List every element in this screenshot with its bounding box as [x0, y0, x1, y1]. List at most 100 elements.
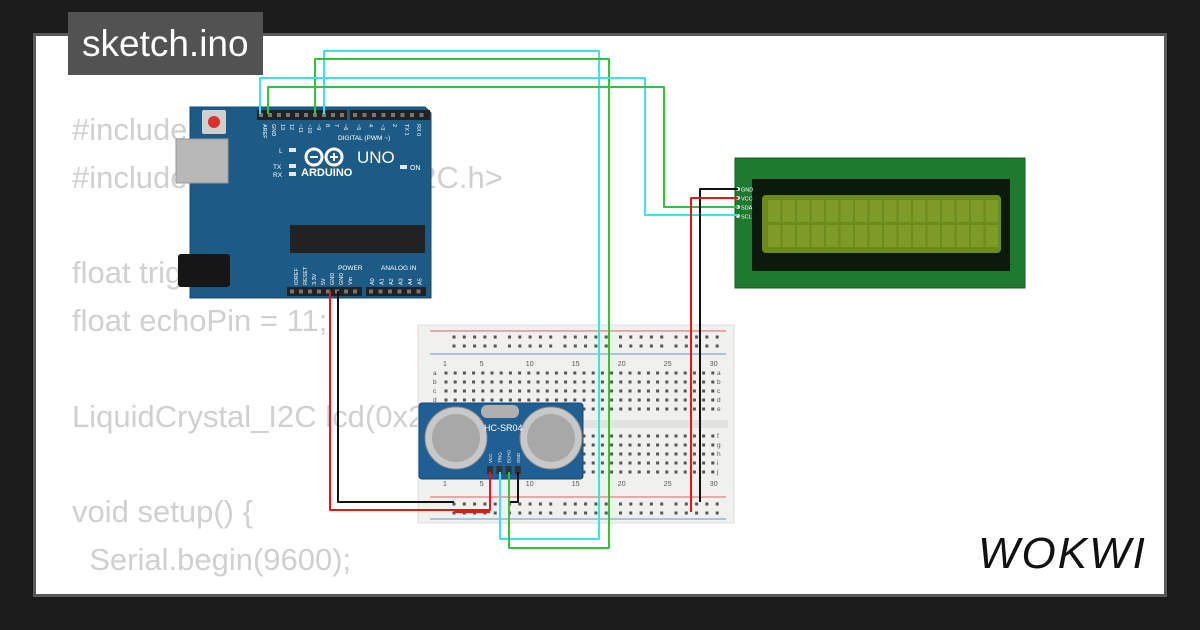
breadboard-hole [619, 371, 623, 375]
breadboard-hole [545, 389, 549, 393]
breadboard-hole [692, 389, 696, 393]
breadboard-hole [564, 380, 568, 384]
rail-hole [518, 511, 522, 515]
rail-hole [674, 335, 678, 339]
breadboard-hole [656, 389, 660, 393]
lcd-char-cell [956, 225, 969, 247]
rail-hole [649, 511, 653, 515]
lcd-char-cell [869, 200, 882, 222]
rail-hole [452, 502, 456, 506]
sketch-title-tab[interactable]: sketch.ino [68, 12, 263, 75]
breadboard-hole [665, 470, 669, 474]
breadboard-hole [646, 407, 650, 411]
column-number: 25 [664, 481, 672, 488]
breadboard-hole [472, 371, 476, 375]
breadboard-hole [527, 380, 531, 384]
breadboard-hole [591, 470, 595, 474]
lcd-char-cell [884, 225, 897, 247]
hc-sr04-pin[interactable] [487, 466, 493, 474]
lcd-char-cell [826, 225, 839, 247]
rail-hole [594, 344, 598, 348]
wire-red-lcd-vcc [690, 197, 738, 512]
wire-black-gnd [337, 291, 454, 503]
arduino-top-pin-label: RX 0 [415, 124, 421, 136]
breadboard-hole [702, 470, 706, 474]
breadboard-hole [582, 380, 586, 384]
breadboard-hole [591, 443, 595, 447]
breadboard-hole [637, 380, 641, 384]
hc-sr04-pin[interactable] [514, 466, 521, 474]
lcd-char-cell [797, 225, 810, 247]
arduino-bottom-pin-label: A0 [370, 278, 376, 285]
rail-hole [473, 502, 477, 506]
breadboard-hole [628, 470, 632, 474]
rail-hole [493, 502, 497, 506]
wire-cyan-scl [259, 77, 738, 216]
breadboard-hole [656, 461, 660, 465]
breadboard-hole [536, 398, 540, 402]
breadboard-hole [554, 398, 558, 402]
column-number: 1 [443, 361, 447, 368]
rail-hole [493, 344, 497, 348]
breadboard-hole [527, 371, 531, 375]
breadboard-hole [656, 452, 660, 456]
breadboard-hole [711, 461, 715, 465]
rail-hole [660, 335, 664, 339]
arduino-bottom-pin-label: A3 [399, 278, 405, 285]
breadboard-hole [674, 443, 678, 447]
breadboard-hole [702, 398, 706, 402]
arduino-maker-label: ARDUINO [301, 167, 353, 179]
breadboard-hole [619, 389, 623, 393]
breadboard-hole [610, 443, 614, 447]
breadboard-hole [683, 380, 687, 384]
breadboard-hole [582, 407, 586, 411]
rail-hole [452, 335, 456, 339]
breadboard-hole [591, 407, 595, 411]
hc-sr04-pin[interactable] [496, 466, 503, 474]
breadboard-hole [490, 371, 494, 375]
breadboard-hole [702, 443, 706, 447]
rail-hole [715, 335, 719, 339]
column-number: 30 [710, 481, 718, 488]
breadboard-hole [453, 380, 457, 384]
rail-hole [584, 511, 588, 515]
lcd-char-cell [797, 200, 810, 222]
rail-hole [549, 344, 553, 348]
rail-hole [674, 502, 678, 506]
rail-hole [684, 344, 688, 348]
breadboard-hole [462, 371, 466, 375]
rail-hole [604, 511, 608, 515]
breadboard-hole [591, 452, 595, 456]
breadboard-hole [554, 371, 558, 375]
breadboard-hole [619, 470, 623, 474]
rail-hole [639, 502, 643, 506]
rail-hole [649, 344, 653, 348]
lcd-char-cell [840, 200, 853, 222]
breadboard-hole [692, 371, 696, 375]
breadboard-hole [508, 371, 512, 375]
rail-hole [538, 502, 542, 506]
hc-sr04-pin[interactable] [505, 466, 512, 474]
arduino-top-pin-label: 4 [367, 124, 373, 127]
rail-hole [629, 344, 633, 348]
lcd-pin-label: SCL [741, 215, 752, 221]
breadboard-hole [518, 398, 522, 402]
rail-hole [629, 502, 633, 506]
breadboard-hole [490, 389, 494, 393]
reset-button-cap[interactable] [208, 116, 220, 128]
rail-hole [695, 344, 699, 348]
column-number: 30 [710, 361, 718, 368]
rail-hole [684, 511, 688, 515]
wire-black-lcd-gnd [699, 188, 738, 502]
on-led-label: ON [410, 165, 421, 172]
arduino-top-pin-label: AREF [261, 124, 267, 139]
breadboard-hole [564, 398, 568, 402]
lcd-char-cell [855, 225, 868, 247]
breadboard-hole [444, 389, 448, 393]
breadboard-hole [665, 434, 669, 438]
breadboard-hole [499, 398, 503, 402]
breadboard-hole [600, 398, 604, 402]
lcd-char-cell [971, 225, 984, 247]
breadboard-hole [692, 452, 696, 456]
